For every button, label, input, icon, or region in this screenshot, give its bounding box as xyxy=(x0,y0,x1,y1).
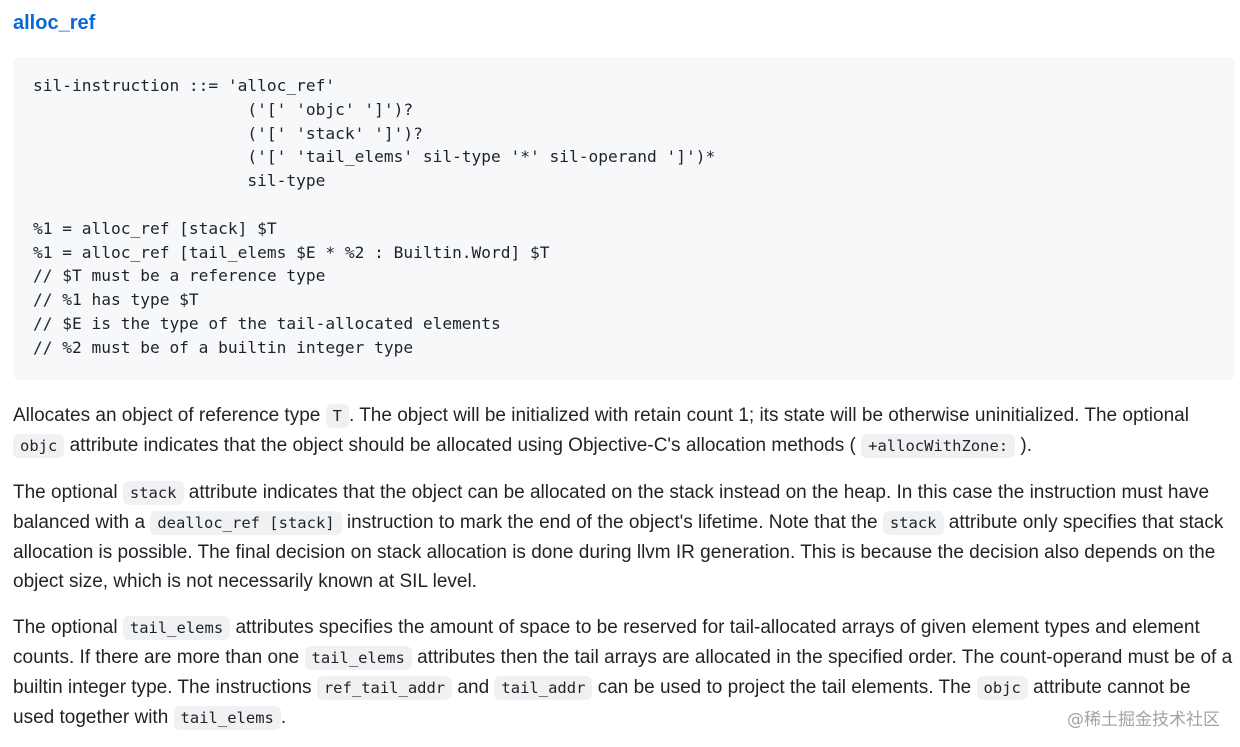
paragraph-stack: The optional stack attribute indicates t… xyxy=(13,478,1235,596)
text: Allocates an object of reference type xyxy=(13,405,326,426)
inline-code: objc xyxy=(976,676,1028,700)
inline-code: stack xyxy=(122,481,184,505)
inline-code: T xyxy=(325,404,349,428)
inline-code: tail_addr xyxy=(494,676,593,700)
text: The optional xyxy=(13,482,123,503)
text: The optional xyxy=(13,617,123,638)
inline-code: +allocWithZone: xyxy=(861,434,1016,458)
inline-code: ref_tail_addr xyxy=(316,676,453,700)
watermark: @稀土掘金技术社区 xyxy=(1067,710,1220,730)
inline-code: tail_elems xyxy=(304,646,412,670)
paragraph-tail-elems: The optional tail_elems attributes speci… xyxy=(13,613,1235,733)
section-heading-link[interactable]: alloc_ref xyxy=(13,12,96,34)
text: attribute only specifies that stack allo… xyxy=(13,512,1224,592)
inline-code: objc xyxy=(13,434,65,458)
code-text: sil-instruction ::= 'alloc_ref' ('[' 'ob… xyxy=(33,76,716,357)
code-block: sil-instruction ::= 'alloc_ref' ('[' 'ob… xyxy=(13,57,1235,380)
text: ). xyxy=(1015,435,1033,456)
inline-code: tail_elems xyxy=(173,706,281,730)
text: attributes then the tail arrays are allo… xyxy=(13,647,1233,698)
text: attribute indicates that the object shou… xyxy=(64,435,862,456)
inline-code: tail_elems xyxy=(122,616,231,640)
text: attribute indicates that the object can … xyxy=(13,482,1210,533)
inline-code: dealloc_ref [stack] xyxy=(150,511,342,535)
text: attributes specifies the amount of space… xyxy=(13,617,1200,668)
text: and xyxy=(452,677,495,698)
paragraph-description: Allocates an object of reference type T.… xyxy=(13,401,1235,461)
text: . The object will be initialized with re… xyxy=(348,405,1189,426)
text: . xyxy=(280,707,287,728)
text: attribute cannot be used together with xyxy=(13,677,1191,728)
text: can be used to project the tail elements… xyxy=(592,677,977,698)
inline-code: stack xyxy=(882,511,944,535)
text: instruction to mark the end of the objec… xyxy=(341,512,883,533)
